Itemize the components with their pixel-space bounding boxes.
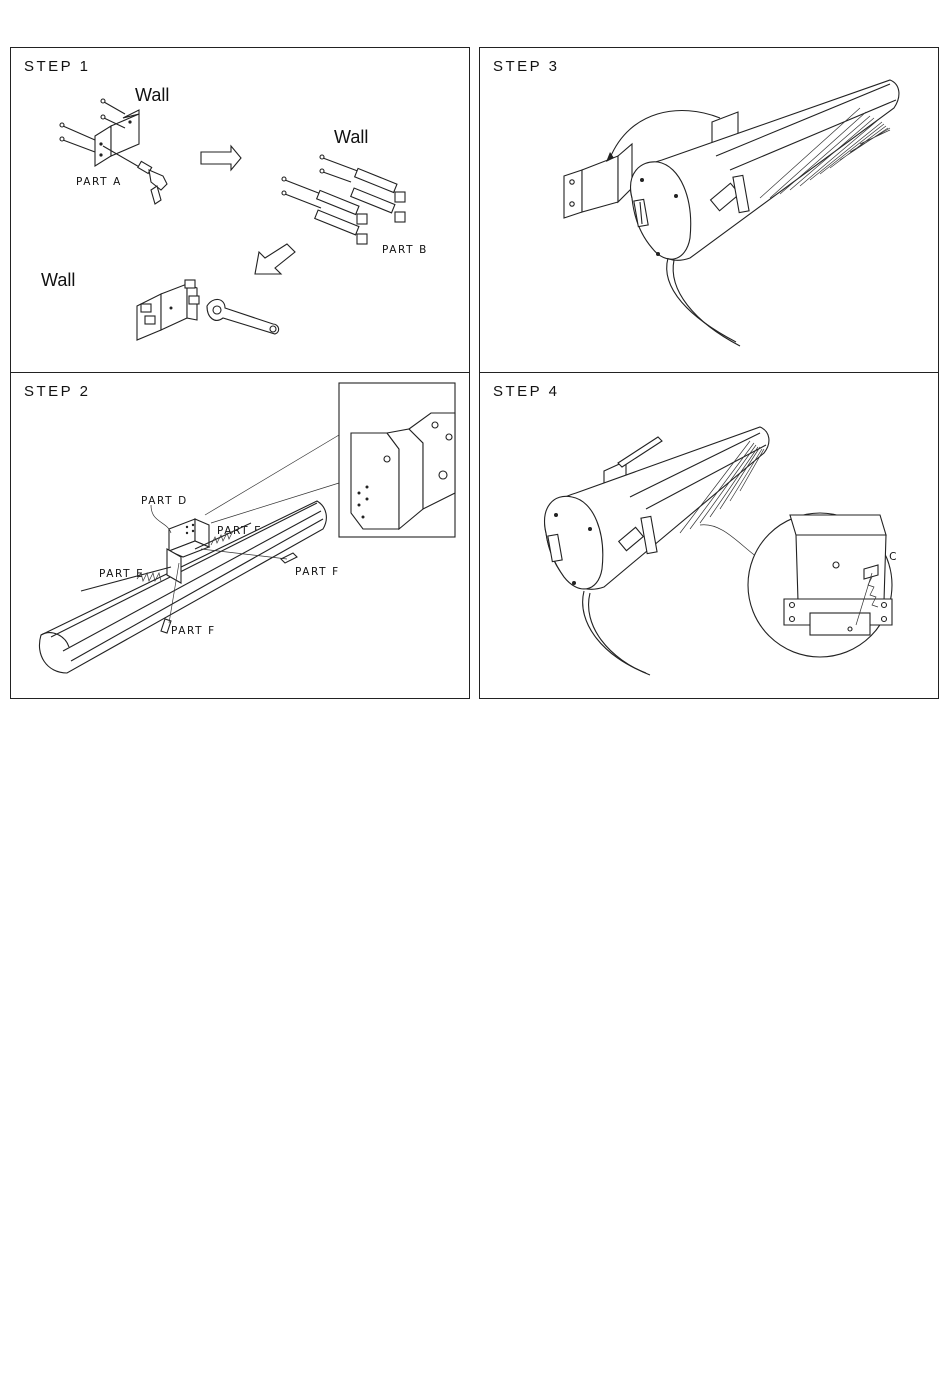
step-1-illustration bbox=[11, 48, 470, 373]
heater-icon bbox=[631, 80, 899, 346]
heater-icon bbox=[545, 427, 769, 675]
bracket-icon bbox=[564, 144, 632, 218]
step-3-panel: STEP 3 bbox=[479, 47, 939, 373]
bracket-icon bbox=[137, 280, 199, 340]
down-left-arrow-icon bbox=[255, 244, 295, 274]
step-2-illustration bbox=[11, 373, 470, 699]
step-1-panel: STEP 1 Wall Wall Wall PART A PART B bbox=[10, 47, 470, 373]
right-arrow-icon bbox=[201, 146, 241, 170]
step-2-panel: STEP 2 PART D PART E PART E PART F PART … bbox=[10, 372, 470, 699]
anchor-bolt-icon bbox=[282, 155, 405, 244]
step-4-illustration bbox=[480, 373, 939, 699]
step-4-panel: STEP 4 PART C bbox=[479, 372, 939, 699]
wrench-icon bbox=[207, 299, 279, 334]
step-3-illustration bbox=[480, 48, 939, 373]
